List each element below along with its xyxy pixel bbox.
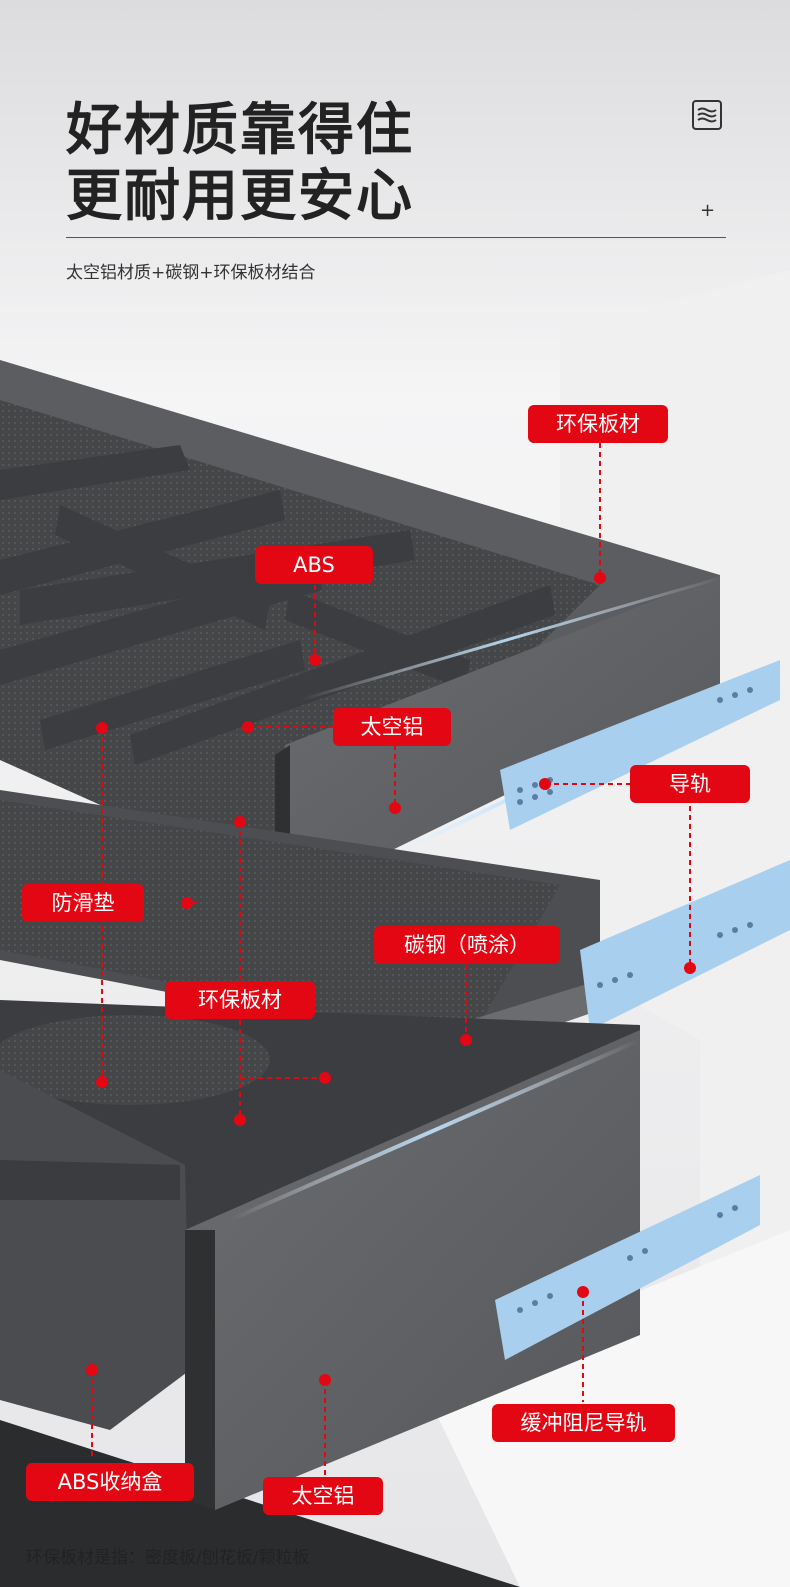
callout-eco-board-top: 环保板材 (528, 405, 668, 443)
tray-mat (0, 800, 560, 1040)
callout-abs-box: ABS收纳盒 (26, 1463, 194, 1501)
soft-pad (0, 1015, 270, 1105)
top-drawer-front (285, 575, 720, 900)
callout-space-alu-mid: 太空铝 (333, 708, 451, 746)
leader-lines (91, 443, 691, 1475)
callout-antislip: 防滑垫 (22, 884, 144, 922)
wave-lines-icon (692, 100, 722, 130)
headline-line-2: 更耐用更安心 (66, 164, 414, 229)
callout-eco-board-mid: 环保板材 (165, 981, 315, 1019)
headline-line-1: 好材质靠得住 (66, 98, 414, 163)
marker-dots (86, 572, 696, 1386)
footer-note: 环保板材是指：密度板/刨花板/颗粒板 (26, 1548, 310, 1568)
callout-abs: ABS (255, 546, 373, 584)
subtitle: 太空铝材质+碳钢+环保板材结合 (66, 263, 316, 283)
callout-rail: 导轨 (630, 765, 750, 803)
abs-box (0, 1070, 190, 1430)
dividers (0, 445, 555, 765)
callout-carbon-steel: 碳钢（喷涂） (374, 926, 560, 964)
plus-mark: + (700, 200, 716, 221)
divider (66, 237, 726, 238)
bottom-drawer-front (185, 1030, 640, 1510)
callout-space-alu-bottom: 太空铝 (263, 1477, 383, 1515)
rail-upper (500, 660, 780, 830)
rail-mid (580, 860, 790, 1030)
floor-shadow (0, 1420, 520, 1587)
rail-bottom (495, 1175, 760, 1360)
callout-soft-close-rail: 缓冲阻尼导轨 (492, 1404, 675, 1442)
